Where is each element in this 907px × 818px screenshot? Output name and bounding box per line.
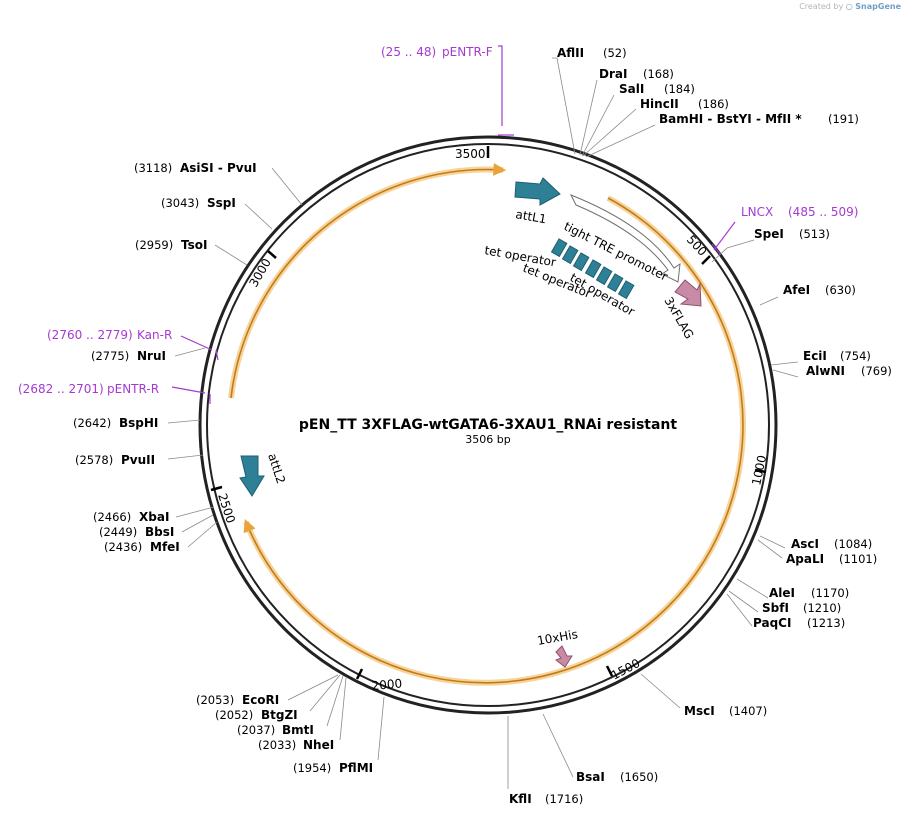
enzyme-mfei: MfeI	[150, 540, 180, 554]
enzyme-asci-pos: (1084)	[834, 537, 872, 551]
enzyme-bmti: BmtI	[282, 723, 314, 737]
enzyme-bbsi-pos: (2449)	[99, 525, 137, 539]
enzyme-paqci-pos: (1213)	[807, 616, 845, 630]
enzyme-hincii-pos: (186)	[698, 97, 729, 111]
credit-prefix: Created by	[799, 2, 844, 11]
primer-pentr-f-range: (25 .. 48)	[381, 45, 436, 59]
enzyme-ecori: EcoRI	[242, 693, 279, 707]
attl2-label: attL2	[265, 452, 288, 486]
enzyme-bmti-pos: (2037)	[237, 723, 275, 737]
attl1-label: attL1	[514, 207, 547, 226]
backbone-inner	[206, 143, 770, 707]
primer-labels: (25 .. 48) pENTR-F LNCX (485 .. 509) (27…	[18, 45, 858, 396]
enzyme-leader-lines	[167, 57, 799, 789]
enzyme-alwni: AlwNI	[806, 364, 845, 378]
primer-pentr-r-range: (2682 .. 2701)	[18, 382, 104, 396]
enzyme-asci: AscI	[791, 537, 819, 551]
snapgene-logo-icon: ○	[845, 2, 853, 11]
enzyme-xbai: XbaI	[139, 510, 169, 524]
enzyme-tsoi-pos: (2959)	[135, 238, 173, 252]
enzyme-aflii: AflII	[557, 46, 584, 60]
enzyme-sali: SalI	[619, 82, 644, 96]
tick-marks	[210, 146, 767, 680]
tick-label-3500: 3500	[455, 147, 486, 161]
enzyme-xbai-pos: (2466)	[93, 510, 131, 524]
tick-label-2000: 2000	[371, 676, 403, 693]
enzyme-labels: AflII (52) DraI (168) SalI (184) HincII …	[73, 46, 892, 806]
plasmid-title: pEN_TT 3XFLAG-wtGATA6-3XAU1_RNAi resista…	[299, 417, 677, 433]
primer-pentr-f: pENTR-F	[442, 45, 493, 59]
enzyme-spei-pos: (513)	[799, 227, 830, 241]
enzyme-mfei-pos: (2436)	[104, 540, 142, 554]
enzyme-sbfi-pos: (1210)	[803, 601, 841, 615]
enzyme-sspi-pos: (3043)	[161, 196, 199, 210]
enzyme-nrui: NruI	[137, 349, 166, 363]
enzyme-tsoi: TsoI	[181, 238, 207, 252]
enzyme-apali: ApaLI	[786, 552, 824, 566]
enzyme-apali-pos: (1101)	[839, 552, 877, 566]
enzyme-ecii: EciI	[803, 349, 827, 363]
feature-tet-operators	[550, 238, 635, 300]
primer-lncx-range: (485 .. 509)	[788, 205, 858, 219]
10xhis-label: 10xHis	[536, 627, 579, 648]
orange-feature-arcs	[228, 163, 746, 686]
enzyme-bsai: BsaI	[576, 770, 605, 784]
credit-brand: SnapGene	[855, 2, 901, 11]
feature-attl1: attL1	[514, 177, 561, 226]
primer-kan-r: Kan-R	[137, 328, 172, 342]
enzyme-pvuii: PvuII	[121, 453, 155, 467]
feature-attl2: attL2	[239, 452, 288, 497]
primer-lncx: LNCX	[741, 205, 773, 219]
enzyme-btgzi: BtgZI	[261, 708, 298, 722]
enzyme-nrui-pos: (2775)	[91, 349, 129, 363]
enzyme-bsphi: BspHI	[119, 416, 158, 430]
enzyme-ecori-pos: (2053)	[196, 693, 234, 707]
snapgene-credit: Created by ○ SnapGene	[799, 2, 901, 11]
feature-3xflag: 3xFLAG	[661, 279, 702, 341]
enzyme-kfli: KflI	[509, 792, 532, 806]
backbone-outer	[198, 135, 778, 715]
plasmid-size: 3506 bp	[465, 433, 510, 446]
enzyme-asisi-pvui-pos: (3118)	[134, 161, 172, 175]
enzyme-bsai-pos: (1650)	[620, 770, 658, 784]
enzyme-pvuii-pos: (2578)	[75, 453, 113, 467]
enzyme-msci: MscI	[684, 704, 715, 718]
enzyme-nhei: NheI	[303, 738, 334, 752]
enzyme-asisi-pvui: AsiSI - PvuI	[180, 161, 257, 175]
enzyme-alei-pos: (1170)	[811, 586, 849, 600]
enzyme-alwni-pos: (769)	[861, 364, 892, 378]
enzyme-bsphi-pos: (2642)	[73, 416, 111, 430]
enzyme-sspi: SspI	[207, 196, 236, 210]
tet-operator-label-1: tet operator	[483, 243, 557, 269]
enzyme-drai: DraI	[599, 67, 627, 81]
enzyme-pflmi-pos: (1954)	[293, 761, 331, 775]
enzyme-alei: AleI	[769, 586, 795, 600]
enzyme-bamhi-pos: (191)	[828, 112, 859, 126]
enzyme-msci-pos: (1407)	[729, 704, 767, 718]
enzyme-drai-pos: (168)	[643, 67, 674, 81]
enzyme-pflmi: PflMI	[339, 761, 373, 775]
enzyme-aflii-pos: (52)	[603, 46, 627, 60]
enzyme-paqci: PaqCI	[753, 616, 791, 630]
enzyme-ecii-pos: (754)	[840, 349, 871, 363]
primer-kan-r-range: (2760 .. 2779)	[47, 328, 133, 342]
enzyme-sali-pos: (184)	[664, 82, 695, 96]
enzyme-bamhi: BamHI - BstYI - MfII *	[659, 112, 802, 126]
primer-pentr-r: pENTR-R	[107, 382, 159, 396]
enzyme-nhei-pos: (2033)	[258, 738, 296, 752]
enzyme-btgzi-pos: (2052)	[215, 708, 253, 722]
tick-label-1000: 1000	[749, 454, 769, 487]
enzyme-afei: AfeI	[783, 283, 810, 297]
enzyme-spei: SpeI	[754, 227, 784, 241]
tick-label-2500: 2500	[215, 492, 238, 525]
enzyme-hincii: HincII	[640, 97, 679, 111]
enzyme-sbfi: SbfI	[762, 601, 789, 615]
feature-10xhis: 10xHis	[536, 627, 579, 668]
primer-markers	[171, 45, 736, 404]
enzyme-kfli-pos: (1716)	[545, 792, 583, 806]
enzyme-afei-pos: (630)	[825, 283, 856, 297]
enzyme-bbsi: BbsI	[145, 525, 174, 539]
